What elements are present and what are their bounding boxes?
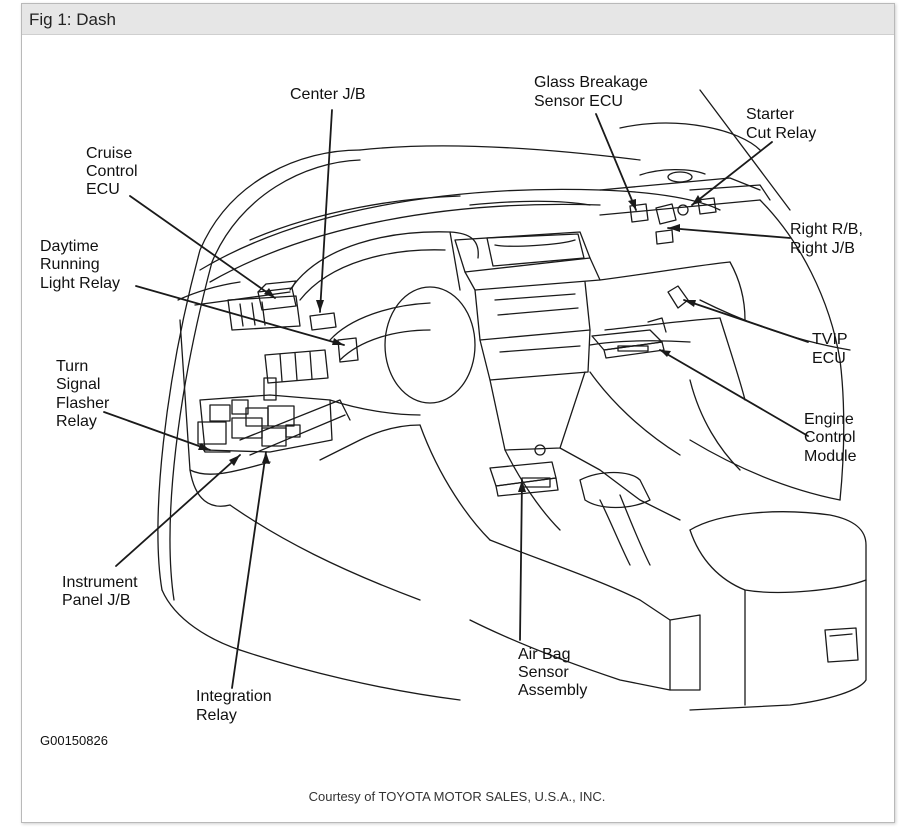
leader-engine-control xyxy=(659,349,809,437)
callout-labels: Center J/B Glass Breakage Sensor ECU Sta… xyxy=(40,74,867,748)
leader-integration xyxy=(231,451,267,689)
label-daytime-running-light-relay: Daytime Running Light Relay xyxy=(40,238,120,292)
label-integration-relay: Integration Relay xyxy=(196,688,276,724)
label-center-jb: Center J/B xyxy=(290,86,366,103)
label-tvip-ecu: TVIP ECU xyxy=(812,331,852,367)
label-air-bag-sensor-assembly: Air Bag Sensor Assembly xyxy=(518,646,587,699)
figure-code: G00150826 xyxy=(40,733,108,748)
label-turn-signal-flasher-relay: Turn Signal Flasher Relay xyxy=(56,358,114,430)
leader-starter-cut xyxy=(691,141,773,206)
leader-center-jb xyxy=(319,109,333,313)
leader-instrument-panel xyxy=(115,454,241,567)
label-right-rb: Right R/B, Right J/B xyxy=(790,221,867,257)
figure-header: Fig 1: Dash xyxy=(22,4,894,35)
label-glass-breakage: Glass Breakage Sensor ECU xyxy=(534,74,652,110)
leader-right-rb xyxy=(667,227,791,239)
leader-turn-signal xyxy=(103,411,211,451)
leader-cruise-control xyxy=(129,195,276,299)
figure-credit: Courtesy of TOYOTA MOTOR SALES, U.S.A., … xyxy=(308,789,606,804)
leader-lines xyxy=(103,109,809,689)
leader-daytime-running xyxy=(135,285,345,346)
leader-tvip xyxy=(683,299,809,343)
leader-air-bag xyxy=(519,479,523,641)
dashboard-outline xyxy=(157,89,867,711)
arrow-heads xyxy=(198,195,702,492)
label-starter-cut-relay: Starter Cut Relay xyxy=(746,106,816,142)
label-cruise-control-ecu: Cruise Control ECU xyxy=(86,145,142,198)
figure-title: Fig 1: Dash xyxy=(29,10,116,29)
leader-glass-breakage xyxy=(595,113,637,211)
label-engine-control-module: Engine Control Module xyxy=(804,411,860,465)
label-instrument-panel-jb: Instrument Panel J/B xyxy=(62,574,142,609)
